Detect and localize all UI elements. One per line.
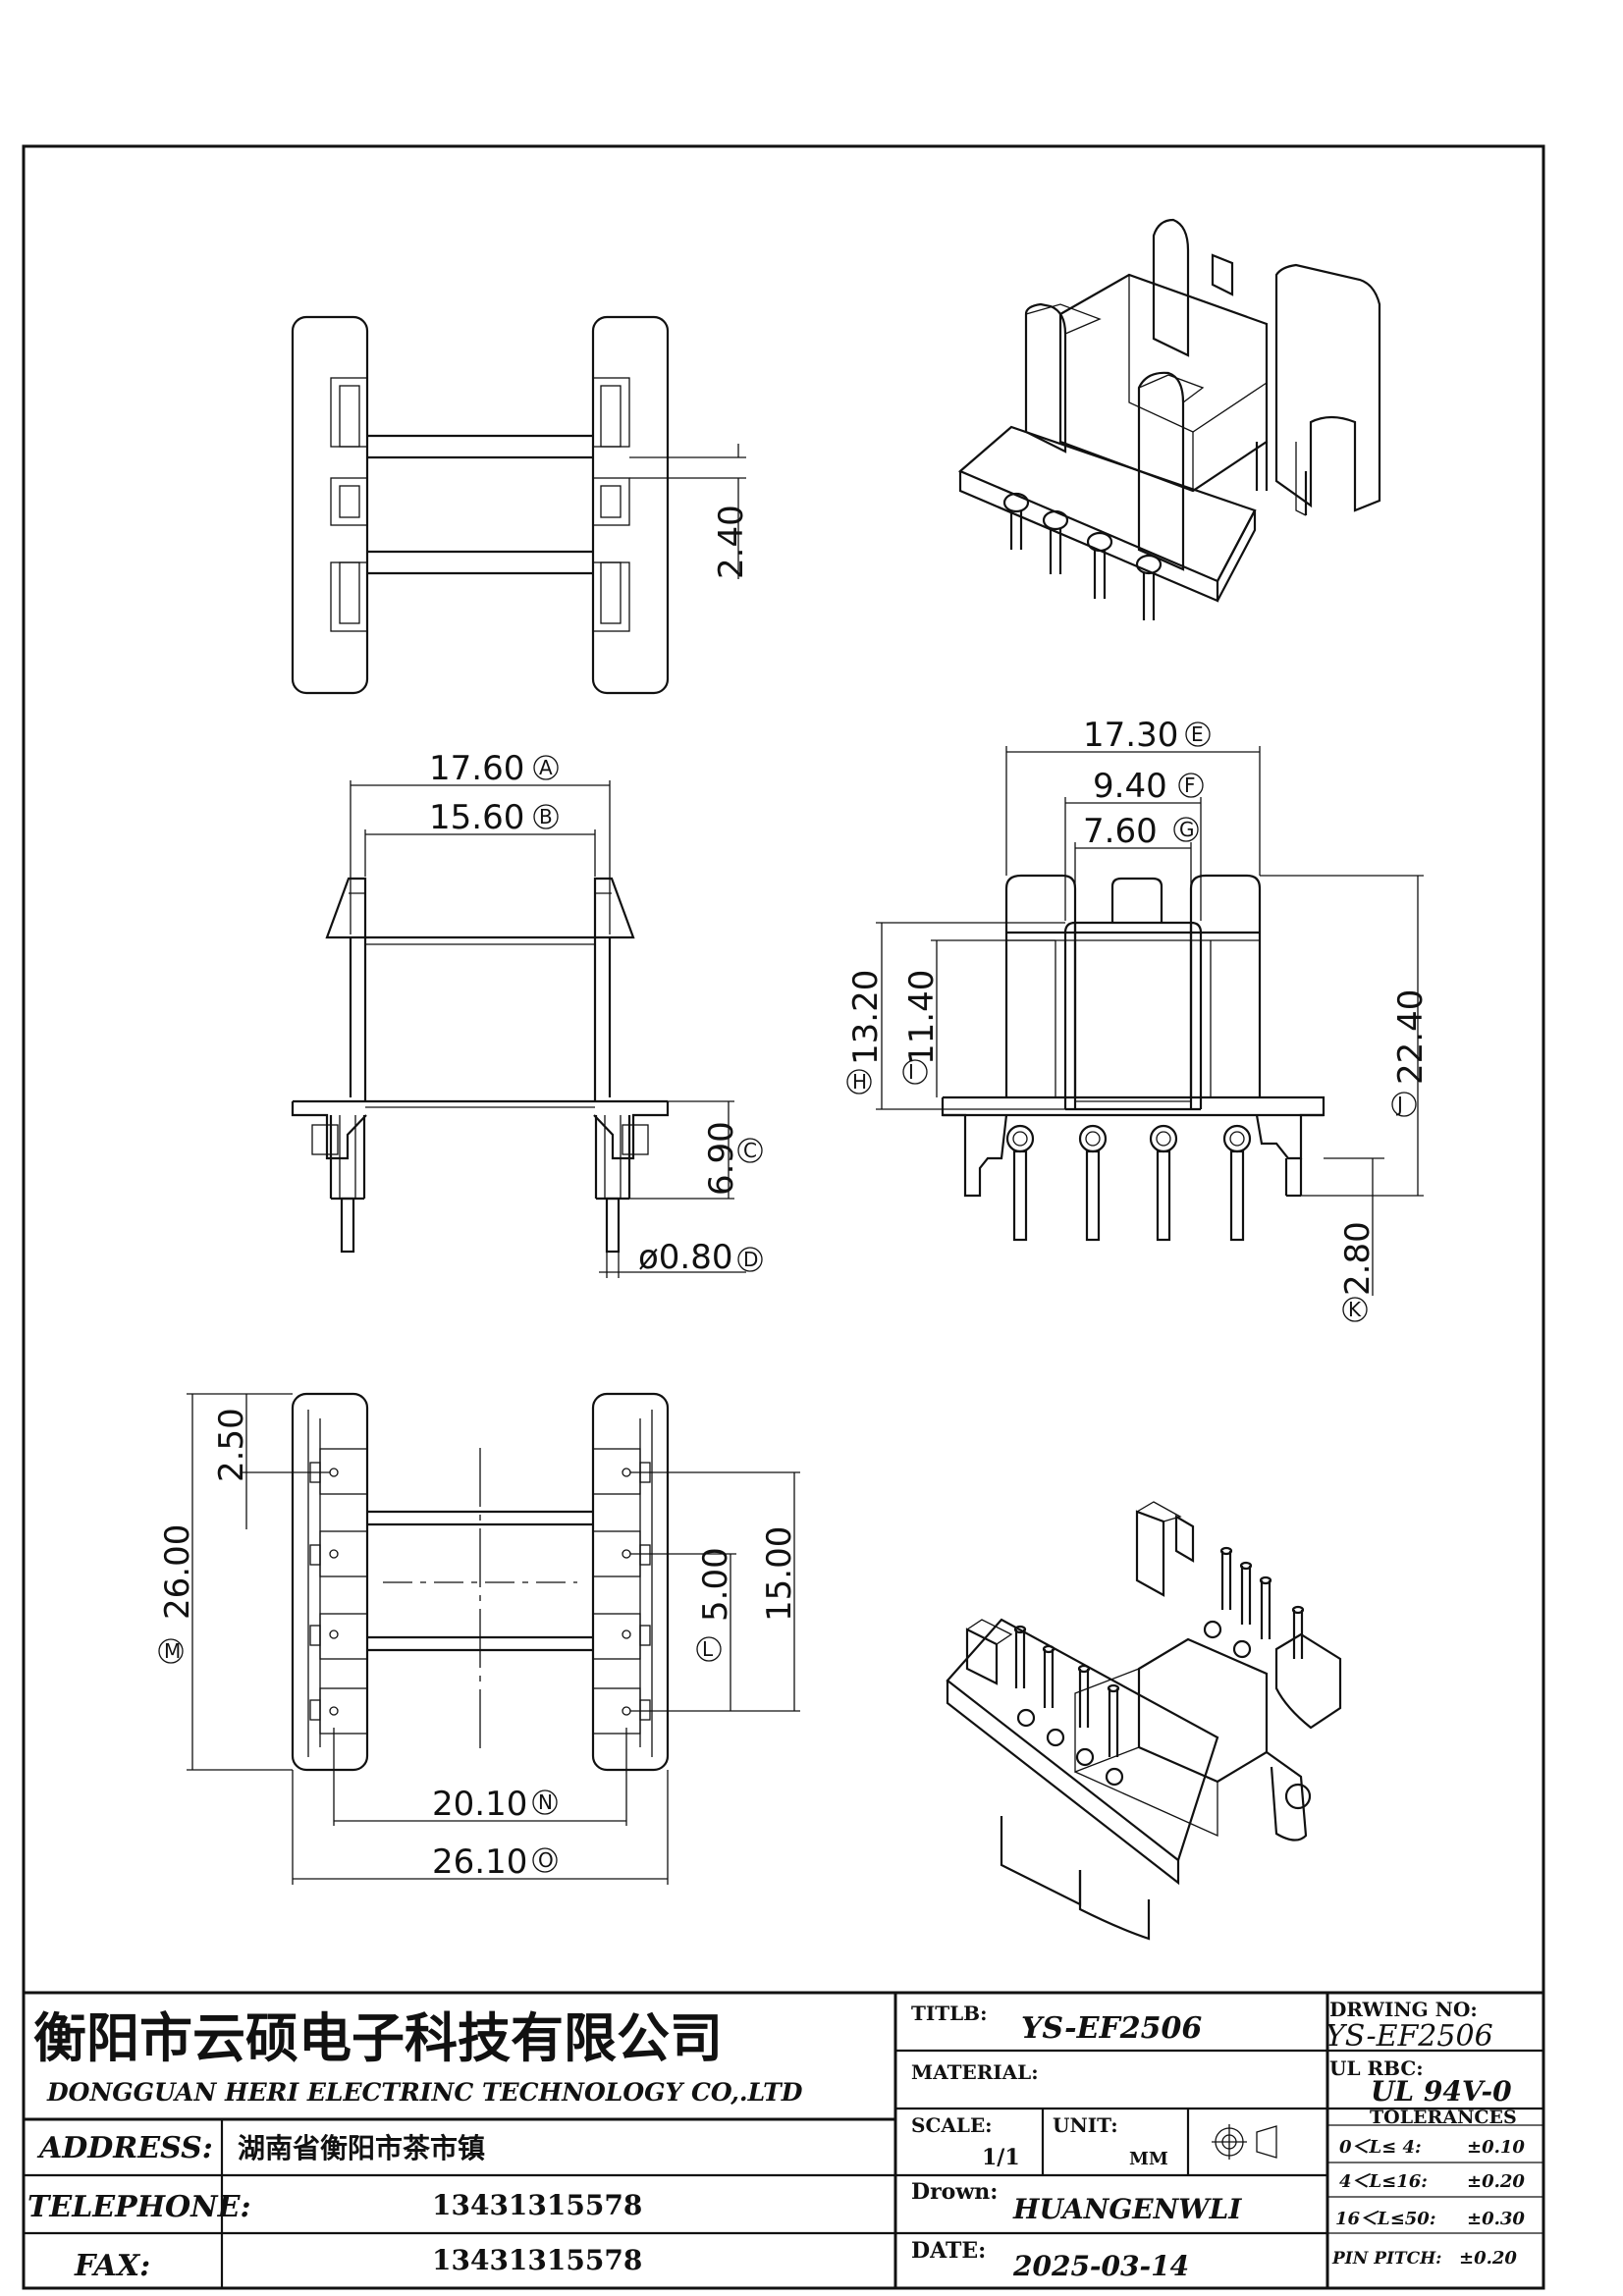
dim-l: 5.00 bbox=[696, 1547, 735, 1622]
dim-b: 15.60 bbox=[429, 798, 524, 837]
marker-i: I bbox=[908, 1060, 914, 1084]
marker-o: O bbox=[538, 1848, 554, 1872]
dim-h: 13.20 bbox=[846, 970, 886, 1065]
dim-m: 26.00 bbox=[158, 1524, 197, 1620]
address-label: ADDRESS: bbox=[36, 2131, 213, 2165]
dim-side-2-50: 2.50 bbox=[212, 1408, 251, 1482]
iso-pin bbox=[1077, 1664, 1091, 1728]
dim-e: 17.30 bbox=[1083, 716, 1178, 755]
marker-g: G bbox=[1179, 818, 1195, 841]
scale-label: SCALE: bbox=[911, 2113, 993, 2137]
projection-symbol-icon bbox=[1212, 2124, 1277, 2160]
marker-c: C bbox=[743, 1139, 757, 1162]
iso-pin bbox=[1135, 554, 1163, 620]
tolerance-range: 4＜L≤16: bbox=[1339, 2171, 1428, 2192]
drawing-no-label: DRWING NO: bbox=[1329, 1998, 1478, 2021]
fax-label: FAX: bbox=[74, 2249, 150, 2283]
iso-pin bbox=[1042, 509, 1069, 574]
tolerance-range: PIN PITCH: bbox=[1331, 2249, 1441, 2269]
drawn-value: HUANGENWLI bbox=[1012, 2193, 1242, 2225]
tolerance-value: ±0.10 bbox=[1467, 2137, 1525, 2158]
marker-j: J bbox=[1395, 1093, 1403, 1116]
marker-k: K bbox=[1348, 1298, 1362, 1321]
telephone-value: 13431315578 bbox=[432, 2189, 642, 2221]
dim-n: 20.10 bbox=[432, 1785, 527, 1824]
drawn-label: Drown: bbox=[911, 2179, 998, 2205]
marker-a: A bbox=[539, 756, 553, 779]
side-pin bbox=[1222, 1124, 1252, 1242]
side-pin bbox=[1005, 1124, 1035, 1242]
sheet-border bbox=[22, 144, 1545, 2290]
iso-pin bbox=[1259, 1575, 1272, 1639]
dim-i: 11.40 bbox=[902, 970, 942, 1065]
dim-o: 26.10 bbox=[432, 1842, 527, 1882]
date-value: 2025-03-14 bbox=[1012, 2250, 1189, 2282]
dim-top-gap: 2.40 bbox=[712, 505, 751, 579]
dim-c: 6.90 bbox=[702, 1121, 741, 1196]
marker-f: F bbox=[1184, 774, 1196, 797]
iso-pin bbox=[1002, 492, 1030, 550]
scale-value: 1/1 bbox=[982, 2145, 1020, 2170]
dim-k: 2.80 bbox=[1338, 1221, 1378, 1296]
side-pin bbox=[1149, 1124, 1178, 1242]
tolerance-value: ±0.30 bbox=[1467, 2209, 1525, 2229]
ul-label: UL RBC: bbox=[1329, 2056, 1424, 2080]
tolerance-value: ±0.20 bbox=[1459, 2248, 1517, 2269]
side-pin bbox=[1078, 1124, 1108, 1242]
isometric-view-bottom bbox=[946, 1501, 1342, 1941]
iso-pin bbox=[1239, 1561, 1253, 1625]
fax-value: 13431315578 bbox=[432, 2244, 642, 2276]
dim-pin-span: 15.00 bbox=[760, 1526, 799, 1622]
top-view: 2.40 bbox=[291, 315, 751, 695]
iso-pin bbox=[1042, 1644, 1055, 1708]
marker-l: L bbox=[702, 1637, 714, 1661]
company-name-cn: 衡阳市云硕电子科技有限公司 bbox=[33, 2007, 723, 2069]
tolerance-value: ±0.20 bbox=[1467, 2171, 1525, 2192]
side-view: 17.30 E 9.40 F 7.60 G 13.20 H 11.40 I 22… bbox=[846, 716, 1431, 1322]
unit-value: MM bbox=[1129, 2149, 1168, 2169]
tolerance-range: 16＜L≤50: bbox=[1335, 2209, 1435, 2229]
iso-pin bbox=[1086, 531, 1113, 599]
dim-a: 17.60 bbox=[429, 749, 524, 788]
iso-pin bbox=[1107, 1683, 1120, 1757]
material-label: MATERIAL: bbox=[911, 2060, 1039, 2084]
dim-f: 9.40 bbox=[1093, 767, 1167, 806]
tolerance-range: 0＜L≤ 4: bbox=[1339, 2137, 1422, 2158]
marker-n: N bbox=[538, 1790, 553, 1814]
dim-g: 7.60 bbox=[1083, 812, 1158, 851]
front-view: 17.60 A 15.60 B 6.90 C ø0.80 D bbox=[291, 749, 763, 1278]
company-name-en: DONGGUAN HERI ELECTRINC TECHNOLOGY CO,.L… bbox=[46, 2078, 803, 2107]
iso-pin bbox=[1013, 1625, 1027, 1688]
title-label: TITLB: bbox=[911, 2002, 987, 2025]
drawing-no-value: YS-EF2506 bbox=[1325, 2019, 1493, 2054]
marker-d: D bbox=[743, 1248, 758, 1271]
marker-h: H bbox=[852, 1070, 867, 1094]
dim-j: 22.40 bbox=[1391, 989, 1431, 1085]
iso-pin bbox=[1291, 1605, 1305, 1659]
bottom-view: 26.00 M 2.50 5.00 L 15.00 20.10 N 26.10 … bbox=[158, 1392, 800, 1885]
title-block: 衡阳市云硕电子科技有限公司 DONGGUAN HERI ELECTRINC TE… bbox=[24, 1991, 1543, 2288]
unit-label: UNIT: bbox=[1053, 2113, 1118, 2137]
marker-e: E bbox=[1191, 722, 1204, 746]
title-value: YS-EF2506 bbox=[1021, 2011, 1202, 2046]
marker-m: M bbox=[164, 1639, 181, 1663]
marker-b: B bbox=[539, 805, 553, 828]
ul-value: UL 94V-0 bbox=[1371, 2075, 1512, 2108]
date-label: DATE: bbox=[911, 2238, 986, 2264]
telephone-label: TELEPHONE: bbox=[27, 2190, 251, 2224]
isometric-view-top bbox=[957, 218, 1381, 620]
iso-pin bbox=[1219, 1546, 1233, 1610]
address-value: 湖南省衡阳市茶市镇 bbox=[238, 2132, 485, 2164]
dim-d: ø0.80 bbox=[638, 1238, 733, 1277]
tolerances-label: TOLERANCES bbox=[1370, 2107, 1517, 2128]
